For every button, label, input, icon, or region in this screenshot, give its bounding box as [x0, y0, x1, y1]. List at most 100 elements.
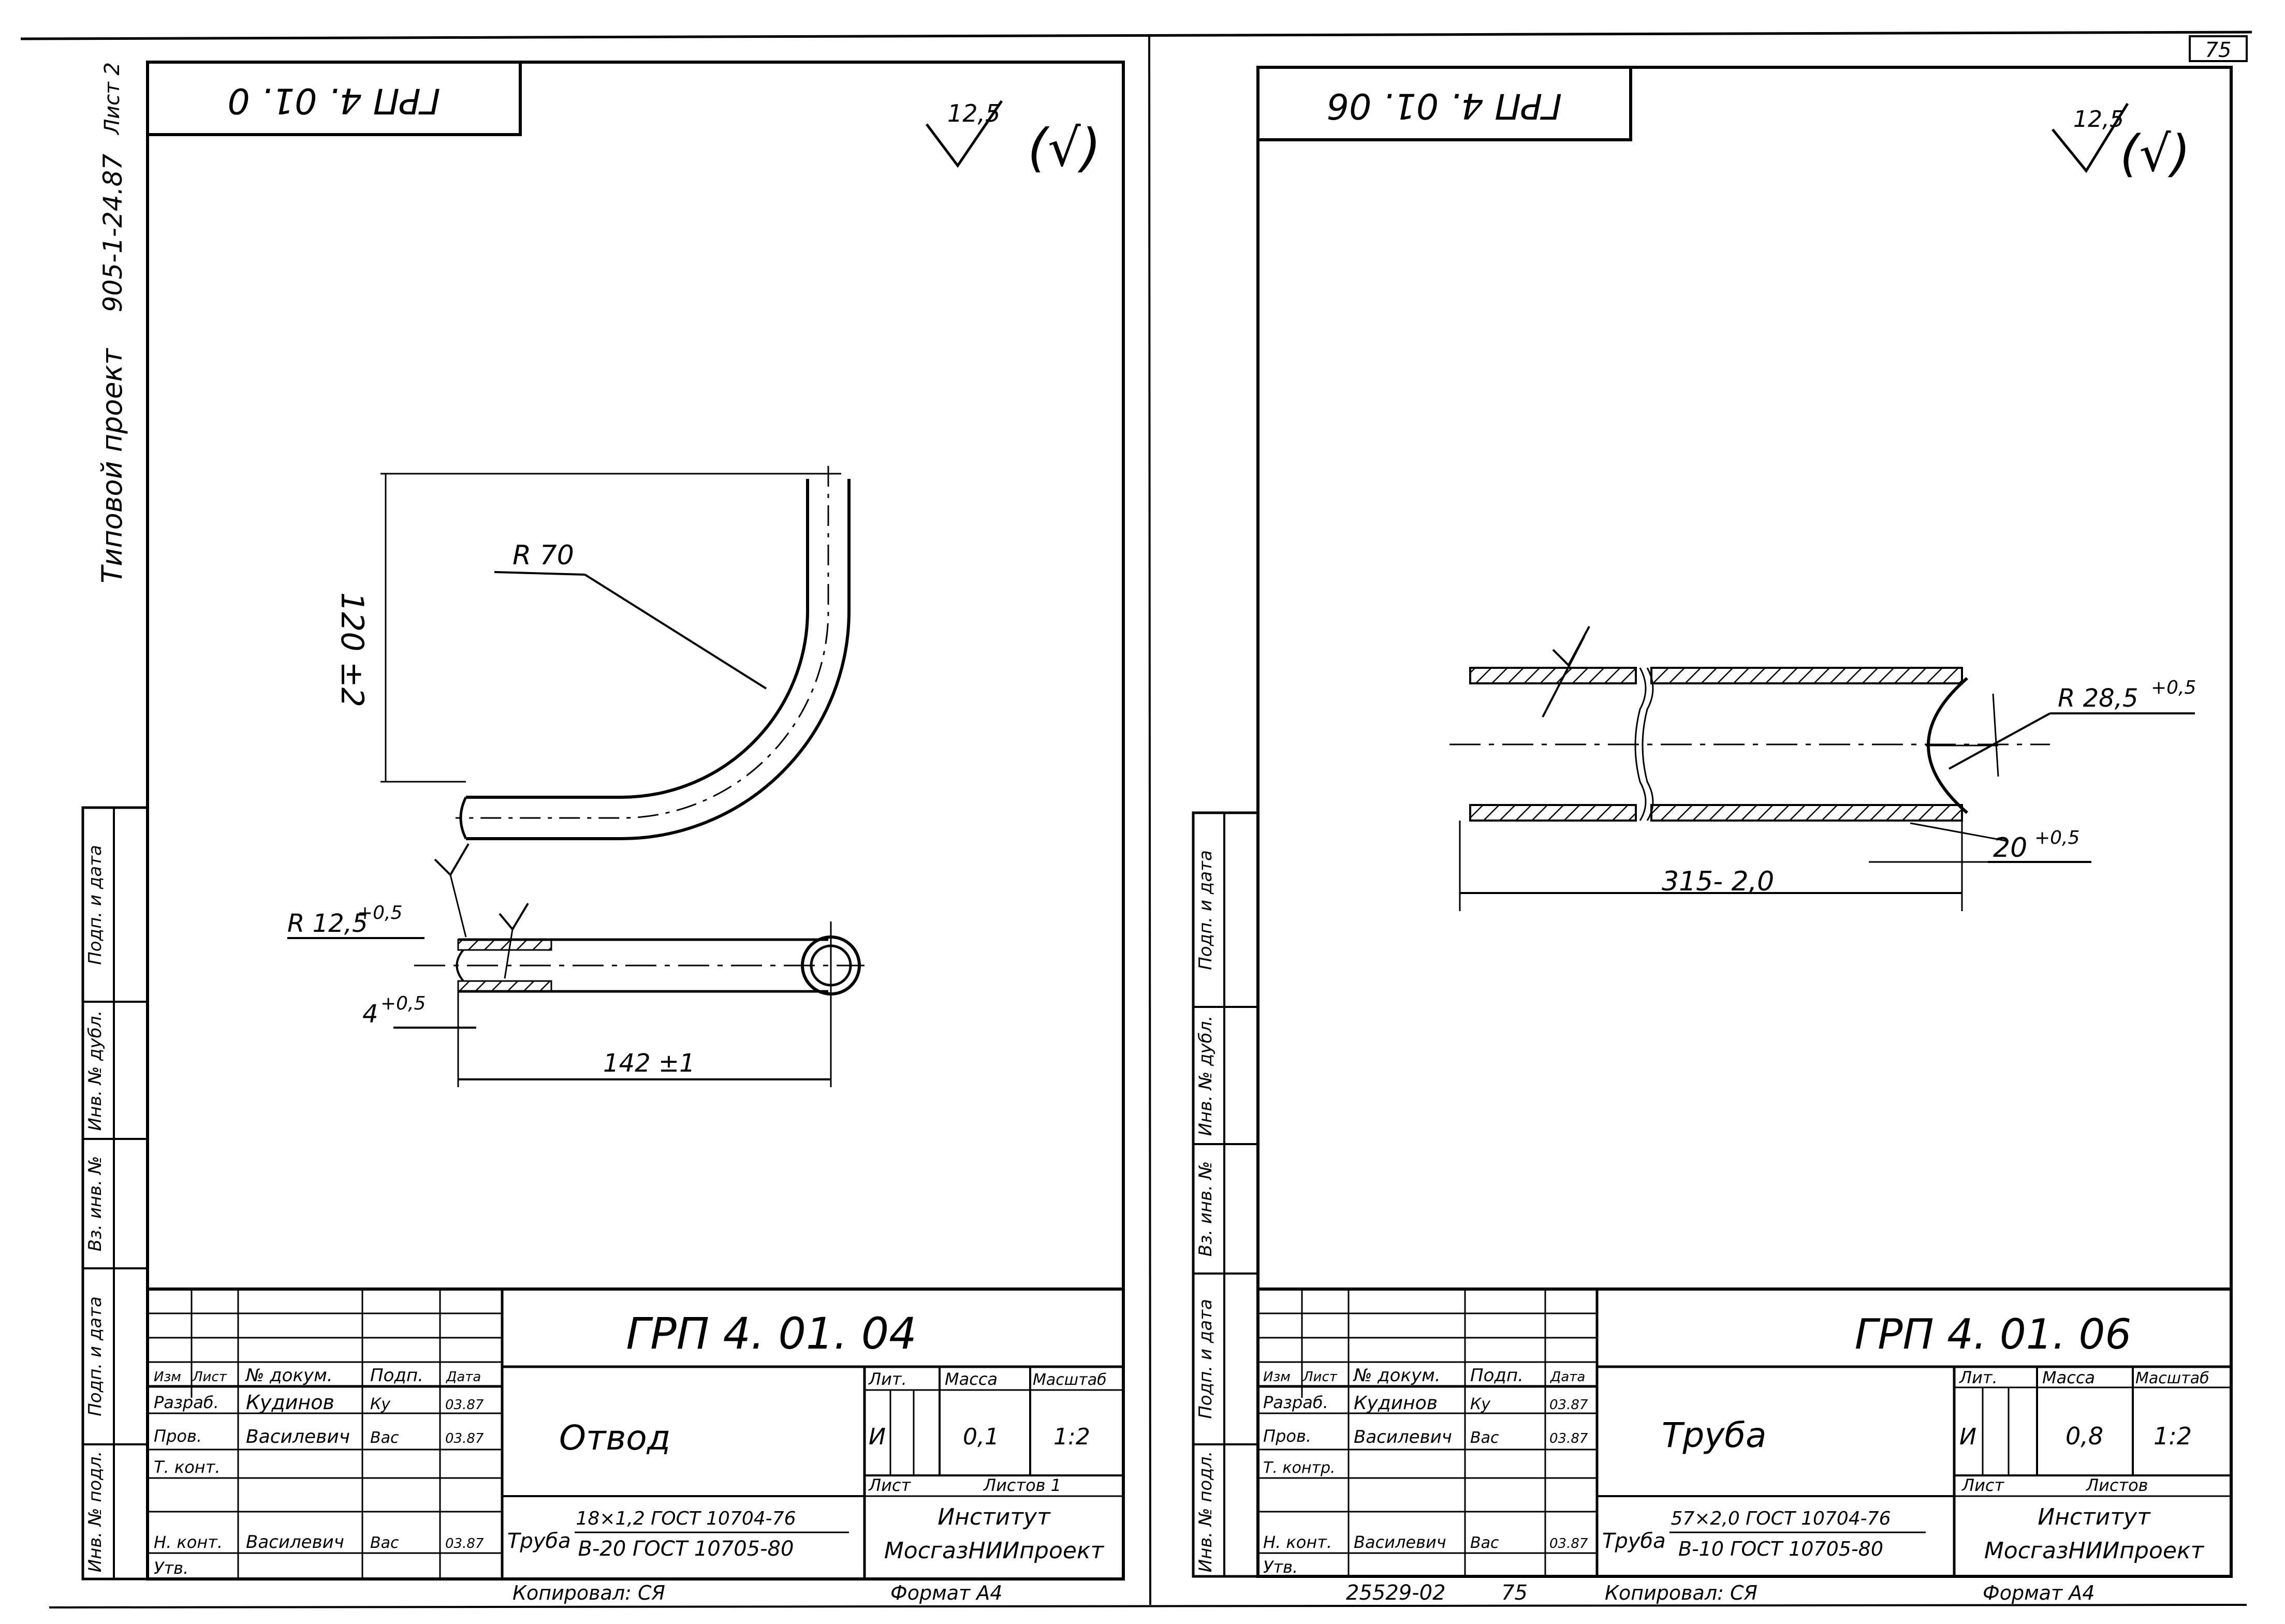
svg-text:Вз. инв. №: Вз. инв. № [85, 1156, 106, 1251]
svg-text:Василевич: Василевич [1354, 1532, 1446, 1552]
svg-text:Кудинов: Кудинов [1354, 1393, 1438, 1414]
svg-text:Листов 1: Листов 1 [983, 1475, 1061, 1495]
svg-text:Кудинов: Кудинов [246, 1391, 334, 1414]
right-dim-cut: 20 [1993, 832, 2027, 864]
svg-text:R 12,5: R 12,5 [287, 909, 368, 938]
svg-text:03.87: 03.87 [445, 1397, 484, 1413]
svg-text:Пров.: Пров. [1263, 1426, 1311, 1446]
left-elbow-drawing: 120 ±2 R 70 [334, 466, 851, 840]
svg-text:И: И [869, 1424, 886, 1450]
svg-text:03.87: 03.87 [445, 1431, 484, 1446]
svg-text:Лист: Лист [1961, 1475, 2004, 1495]
svg-text:Василевич: Василевич [246, 1532, 344, 1553]
svg-text:Вас: Вас [1470, 1534, 1499, 1552]
svg-text:(√): (√) [1028, 118, 1101, 178]
svg-text:МосгазНИИпроект: МосгазНИИпроект [884, 1538, 1105, 1564]
svg-text:Дата: Дата [446, 1369, 481, 1385]
svg-text:Василевич: Василевич [246, 1426, 350, 1447]
svg-text:№ докум.: № докум. [1353, 1365, 1441, 1386]
right-stamp-box [1256, 66, 1632, 141]
svg-text:Лист: Лист [1302, 1369, 1338, 1385]
left-stamp-box [146, 61, 522, 136]
left-dim-radius: R 70 [512, 540, 574, 571]
svg-text:Подп. и дата: Подп. и дата [85, 1296, 106, 1416]
right-copied: Копировал: СЯ [1605, 1582, 1757, 1604]
svg-text:Масса: Масса [945, 1369, 998, 1389]
sheet-top-edge [20, 31, 2252, 40]
svg-text:Листов: Листов [2086, 1475, 2148, 1495]
bottom-code: 25529-02 [1346, 1581, 1446, 1605]
svg-text:Лист: Лист [192, 1369, 227, 1385]
svg-text:Инв. № подл.: Инв. № подл. [85, 1451, 106, 1573]
svg-text:1:2: 1:2 [2154, 1422, 2192, 1450]
right-stamp: ГРП 4. 01. 06 [1327, 85, 1562, 126]
svg-text:Вас: Вас [1470, 1429, 1499, 1447]
left-sidebar-project: Типовой проект [96, 348, 128, 583]
svg-text:+0,5: +0,5 [380, 993, 426, 1014]
left-title-block: ГРП 4. 01. 04 Изм Лист № докум. Подп. Да… [146, 1288, 1125, 1581]
page-number-box [2189, 35, 2248, 62]
svg-text:0,1: 0,1 [963, 1424, 999, 1450]
svg-text:Ку: Ку [370, 1395, 391, 1413]
svg-text:(√): (√) [2120, 125, 2190, 183]
svg-text:4: 4 [362, 1000, 378, 1029]
svg-text:Изм: Изм [154, 1369, 181, 1385]
sheet-bottom-edge [49, 1604, 2247, 1608]
left-copied: Копировал: СЯ [512, 1582, 665, 1604]
svg-text:Разраб.: Разраб. [154, 1393, 219, 1412]
svg-text:И: И [1959, 1424, 1976, 1450]
svg-text:Василевич: Василевич [1354, 1427, 1452, 1447]
left-sheet: ГРП 4. 01. 0 Лист 2 Типовой проект 905-1… [81, 61, 1125, 1604]
svg-text:Вз. инв. №: Вз. инв. № [1195, 1161, 1216, 1256]
svg-text:+0,5: +0,5 [357, 902, 402, 924]
svg-text:18×1,2 ГОСТ 10704-76: 18×1,2 ГОСТ 10704-76 [576, 1508, 796, 1529]
svg-text:Ку: Ку [1470, 1395, 1491, 1413]
left-roughness-mark: 12,5 (√) [926, 99, 1101, 178]
svg-text:12,5: 12,5 [2073, 106, 2124, 133]
svg-text:№ докум.: № докум. [245, 1365, 333, 1386]
left-sheet-label: Лист 2 [100, 62, 124, 136]
svg-text:+0,5: +0,5 [2151, 677, 2196, 698]
svg-text:Инв. № подл.: Инв. № подл. [1195, 1451, 1216, 1573]
svg-text:1:2: 1:2 [1053, 1424, 1090, 1450]
page-number: 75 [2205, 38, 2232, 62]
svg-text:Институт: Институт [938, 1504, 1051, 1530]
svg-text:Лит.: Лит. [1959, 1368, 1998, 1387]
svg-text:Лит.: Лит. [868, 1369, 907, 1389]
svg-text:0,8: 0,8 [2066, 1422, 2103, 1450]
svg-text:Подп. и дата: Подп. и дата [85, 845, 106, 965]
right-roughness-mark: 12,5 (√) [2052, 103, 2190, 183]
left-sidebar-code: 905-1-24.87 [98, 154, 128, 313]
svg-text:03.87: 03.87 [1549, 1431, 1588, 1446]
svg-text:В-20 ГОСТ 10705-80: В-20 ГОСТ 10705-80 [578, 1537, 794, 1561]
right-format: Формат А4 [1983, 1582, 2094, 1604]
svg-text:Разраб.: Разраб. [1263, 1393, 1328, 1412]
left-dim-height: 120 ±2 [334, 592, 370, 707]
svg-text:Н. конт.: Н. конт. [1263, 1532, 1332, 1552]
svg-text:Подп. и дата: Подп. и дата [1195, 850, 1216, 970]
svg-text:57×2,0 ГОСТ 10704-76: 57×2,0 ГОСТ 10704-76 [1671, 1508, 1891, 1529]
svg-text:Т. конт.: Т. конт. [154, 1457, 221, 1477]
svg-text:Труба: Труба [1602, 1529, 1666, 1553]
svg-text:Вас: Вас [370, 1534, 399, 1552]
right-side-stamp: Инв. № подл. Подп. и дата Вз. инв. № Инв… [1192, 811, 1259, 1578]
svg-text:МосгазНИИпроект: МосгазНИИпроект [1984, 1538, 2205, 1564]
right-doc-number: ГРП 4. 01. 06 [1855, 1310, 2132, 1358]
left-stamp: ГРП 4. 01. 0 [227, 80, 440, 121]
svg-text:03.87: 03.87 [1549, 1397, 1588, 1413]
svg-text:Н. конт.: Н. конт. [154, 1532, 223, 1552]
svg-text:Подп.: Подп. [370, 1365, 423, 1386]
svg-text:12,5: 12,5 [947, 99, 1000, 127]
svg-text:Масштаб: Масштаб [1033, 1371, 1107, 1389]
svg-text:Институт: Институт [2038, 1504, 2151, 1530]
svg-text:В-10 ГОСТ 10705-80: В-10 ГОСТ 10705-80 [1678, 1538, 1883, 1560]
svg-text:Т. контр.: Т. контр. [1263, 1459, 1336, 1477]
right-sheet: ГРП 4. 01. 06 12,5 (√) Инв. № подл. Подп… [1192, 66, 2233, 1605]
svg-text:03.87: 03.87 [445, 1536, 484, 1552]
svg-text:03.87: 03.87 [1549, 1536, 1588, 1552]
left-doc-number: ГРП 4. 01. 04 [626, 1308, 916, 1359]
svg-text:Утв.: Утв. [154, 1558, 188, 1578]
svg-text:Инв. № дубл.: Инв. № дубл. [1195, 1016, 1216, 1136]
right-dim-radius: R 28,5 [2058, 684, 2138, 713]
